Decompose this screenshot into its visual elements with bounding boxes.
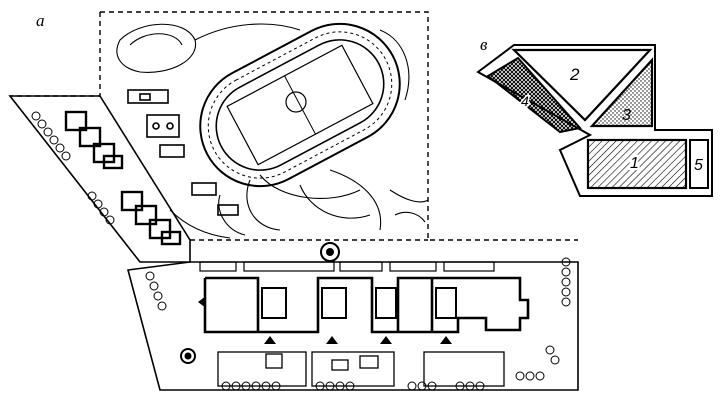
housing-lot-outline (8, 95, 191, 263)
detail-outline (476, 44, 713, 197)
zone-label-4: 4 (521, 93, 529, 109)
entrance-markers (264, 336, 452, 344)
park-paths (116, 23, 429, 239)
zone-1-area (586, 138, 688, 190)
stadium (199, 22, 401, 188)
zone-3-area (589, 57, 654, 128)
tree-rows-left (31, 111, 167, 311)
zone-label-3: 3 (622, 107, 631, 124)
zone-4-area (486, 56, 582, 134)
zone-2-outline (511, 48, 653, 122)
roundabout (320, 242, 340, 262)
school-zone-outline (126, 261, 579, 391)
zone-label-5: 5 (694, 157, 703, 174)
courtyards (261, 287, 457, 319)
center-circle (285, 91, 307, 113)
parking-strips (199, 261, 495, 272)
zone-label-2: 2 (569, 65, 580, 84)
tree-rows-bottom (180, 257, 571, 391)
panel-label-b: в (480, 35, 488, 54)
panel-label-a: a (36, 11, 45, 30)
zone-5-area (689, 139, 709, 189)
plan-b (476, 44, 713, 197)
entrance-arrow-west (198, 296, 206, 308)
park-buildings (127, 89, 239, 216)
lower-plots (217, 351, 505, 387)
main-building (203, 276, 530, 334)
housing-blocks-upper (64, 110, 124, 170)
zone-label-1: 1 (630, 155, 639, 172)
plan-a (8, 11, 579, 391)
housing-blocks-lower (120, 190, 182, 246)
